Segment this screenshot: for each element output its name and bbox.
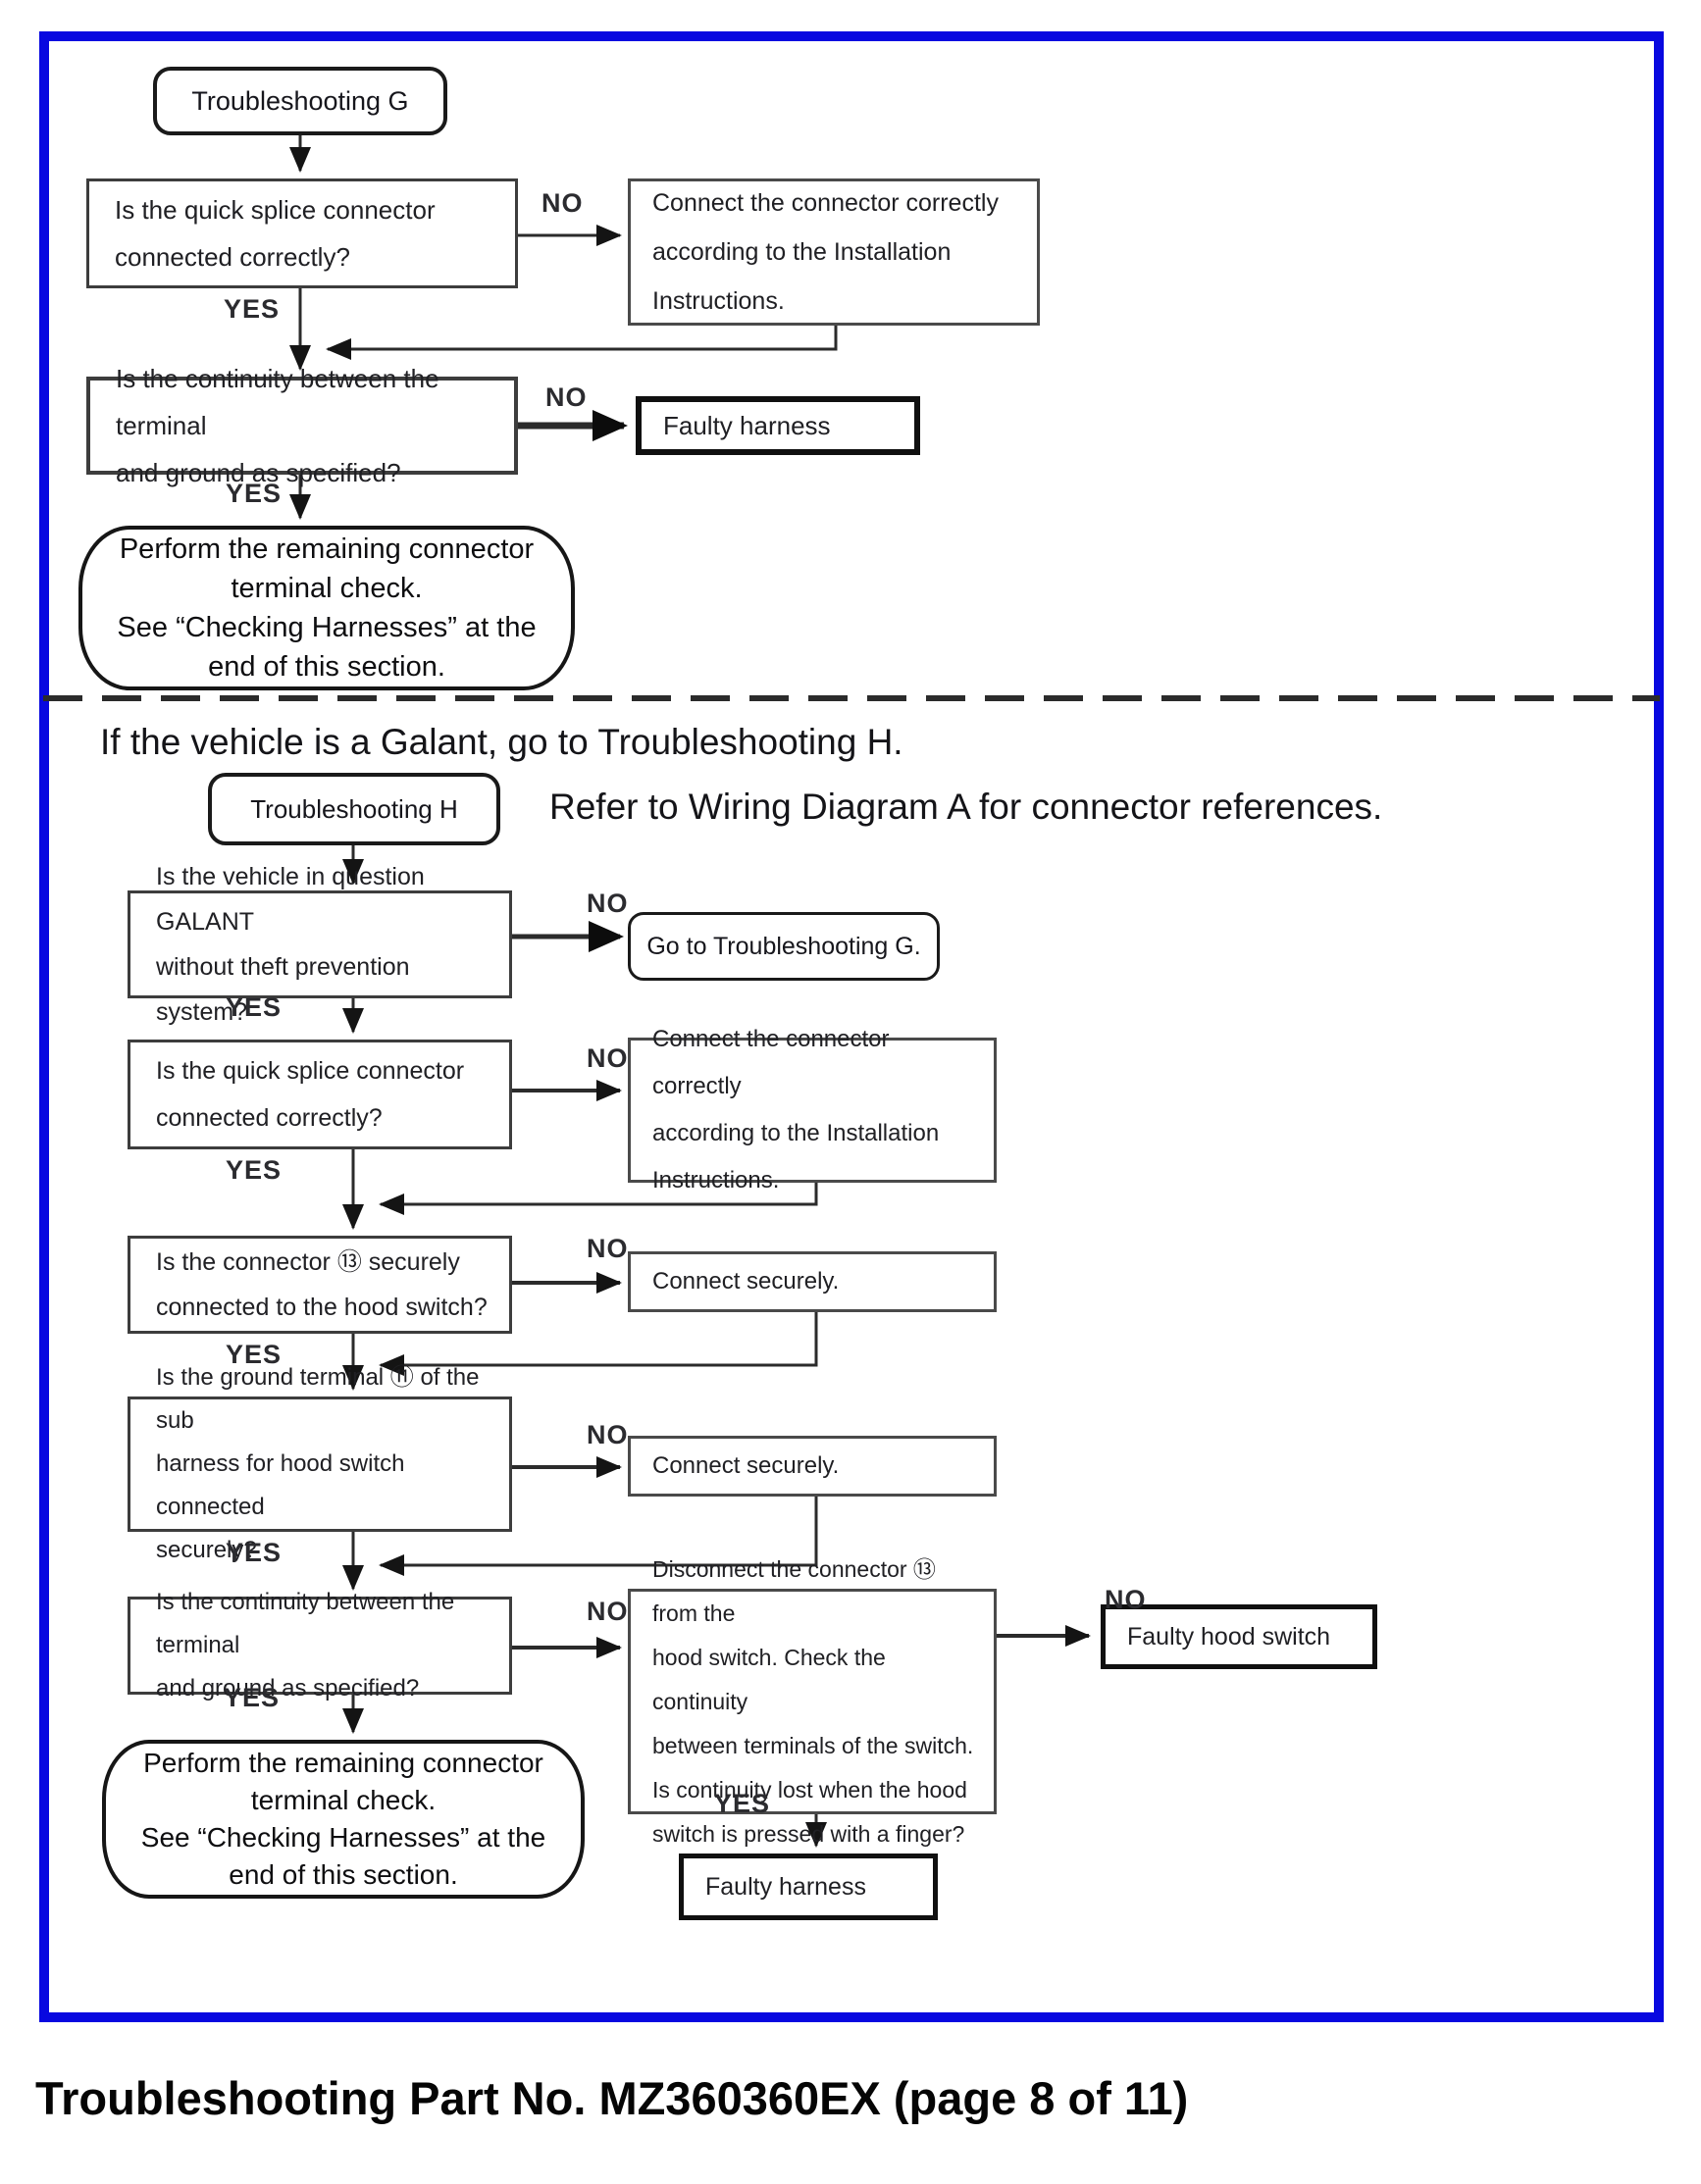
node-h-question-connector-13: Is the connector ⑬ securely connected to… xyxy=(128,1236,512,1334)
node-h-goto-troubleshooting-g: Go to Troubleshooting G. xyxy=(628,912,940,981)
branch-label-yes: YES xyxy=(226,1340,283,1369)
branch-label-no: NO xyxy=(587,889,629,918)
node-label: Perform the remaining connector terminal… xyxy=(117,533,537,683)
node-label: Connect securely. xyxy=(652,1452,840,1479)
branch-label-yes: YES xyxy=(714,1789,771,1818)
node-h-question-ground-terminal: Is the ground terminal ⑪ of the sub harn… xyxy=(128,1364,512,1563)
branch-label-yes: YES xyxy=(226,992,283,1022)
branch-label-no: NO xyxy=(545,382,588,412)
branch-label-no: NO xyxy=(1105,1585,1147,1614)
node-label: Connect securely. xyxy=(652,1268,840,1295)
node-g-result-faulty-harness: Faulty harness xyxy=(636,396,920,455)
node-label: Is the connector ⑬ securely connected to… xyxy=(156,1248,488,1321)
node-h-result-faulty-hood-switch: Faulty hood switch xyxy=(1101,1604,1377,1669)
node-h-action-connect-connector: Connect the connector correctly accordin… xyxy=(628,1026,997,1194)
branch-label-no: NO xyxy=(587,1420,629,1449)
node-g-question-quick-splice: Is the quick splice connector connected … xyxy=(86,178,518,288)
branch-label-no: NO xyxy=(587,1234,629,1263)
wiring-diagram-note-text: Refer to Wiring Diagram A for connector … xyxy=(549,787,1383,827)
node-h-action-connect-securely-1: Connect securely. xyxy=(628,1251,997,1312)
branch-label-yes: YES xyxy=(226,1538,283,1567)
node-label: Is the quick splice connector connected … xyxy=(115,195,436,272)
branch-label-no: NO xyxy=(587,1043,629,1073)
node-h-question-quick-splice: Is the quick splice connector connected … xyxy=(128,1040,512,1149)
node-g-action-connect-connector: Connect the connector correctly accordin… xyxy=(628,178,1040,326)
node-label: Connect the connector correctly accordin… xyxy=(652,189,999,315)
node-label: Connect the connector correctly accordin… xyxy=(652,1026,940,1194)
node-label: Is the quick splice connector connected … xyxy=(156,1057,465,1132)
node-label: Troubleshooting G xyxy=(191,85,409,116)
node-label: Is the continuity between the terminal a… xyxy=(156,1589,455,1701)
node-troubleshooting-h-start: Troubleshooting H xyxy=(208,773,500,845)
branch-label-no: NO xyxy=(541,188,584,218)
node-h-result-faulty-harness: Faulty harness xyxy=(679,1854,938,1920)
node-label: Faulty hood switch xyxy=(1127,1622,1331,1651)
node-label: Faulty harness xyxy=(705,1872,866,1901)
node-label: Faulty harness xyxy=(663,410,831,440)
node-label: Is the vehicle in question GALANT withou… xyxy=(156,863,425,1026)
node-label: Disconnect the connector ⑬ from the hood… xyxy=(652,1555,974,1847)
node-troubleshooting-g-start: Troubleshooting G xyxy=(153,67,447,135)
node-g-terminator-remaining-check: Perform the remaining connector terminal… xyxy=(78,526,575,690)
node-h-terminator-remaining-check: Perform the remaining connector terminal… xyxy=(102,1740,585,1899)
node-label: Troubleshooting H xyxy=(250,793,458,824)
branch-label-no: NO xyxy=(587,1597,629,1626)
node-label: Is the continuity between the terminal a… xyxy=(116,364,439,487)
node-h-question-continuity: Is the continuity between the terminal a… xyxy=(128,1589,512,1701)
node-h-question-galant: Is the vehicle in question GALANT withou… xyxy=(128,863,512,1026)
branch-label-yes: YES xyxy=(224,294,281,324)
page-caption: Troubleshooting Part No. MZ360360EX (pag… xyxy=(35,2072,1189,2124)
galant-instruction-text: If the vehicle is a Galant, go to Troubl… xyxy=(100,722,903,762)
node-label: Is the ground terminal ⑪ of the sub harn… xyxy=(156,1364,480,1563)
branch-label-yes: YES xyxy=(226,1155,283,1185)
node-h-action-disconnect-connector: Disconnect the connector ⑬ from the hood… xyxy=(628,1556,997,1847)
branch-label-yes: YES xyxy=(226,479,283,508)
node-label: Perform the remaining connector terminal… xyxy=(140,1748,546,1890)
node-label: Go to Troubleshooting G. xyxy=(646,932,921,960)
node-h-action-connect-securely-2: Connect securely. xyxy=(628,1436,997,1497)
branch-label-yes: YES xyxy=(224,1683,281,1712)
node-g-question-continuity: Is the continuity between the terminal a… xyxy=(86,364,518,487)
